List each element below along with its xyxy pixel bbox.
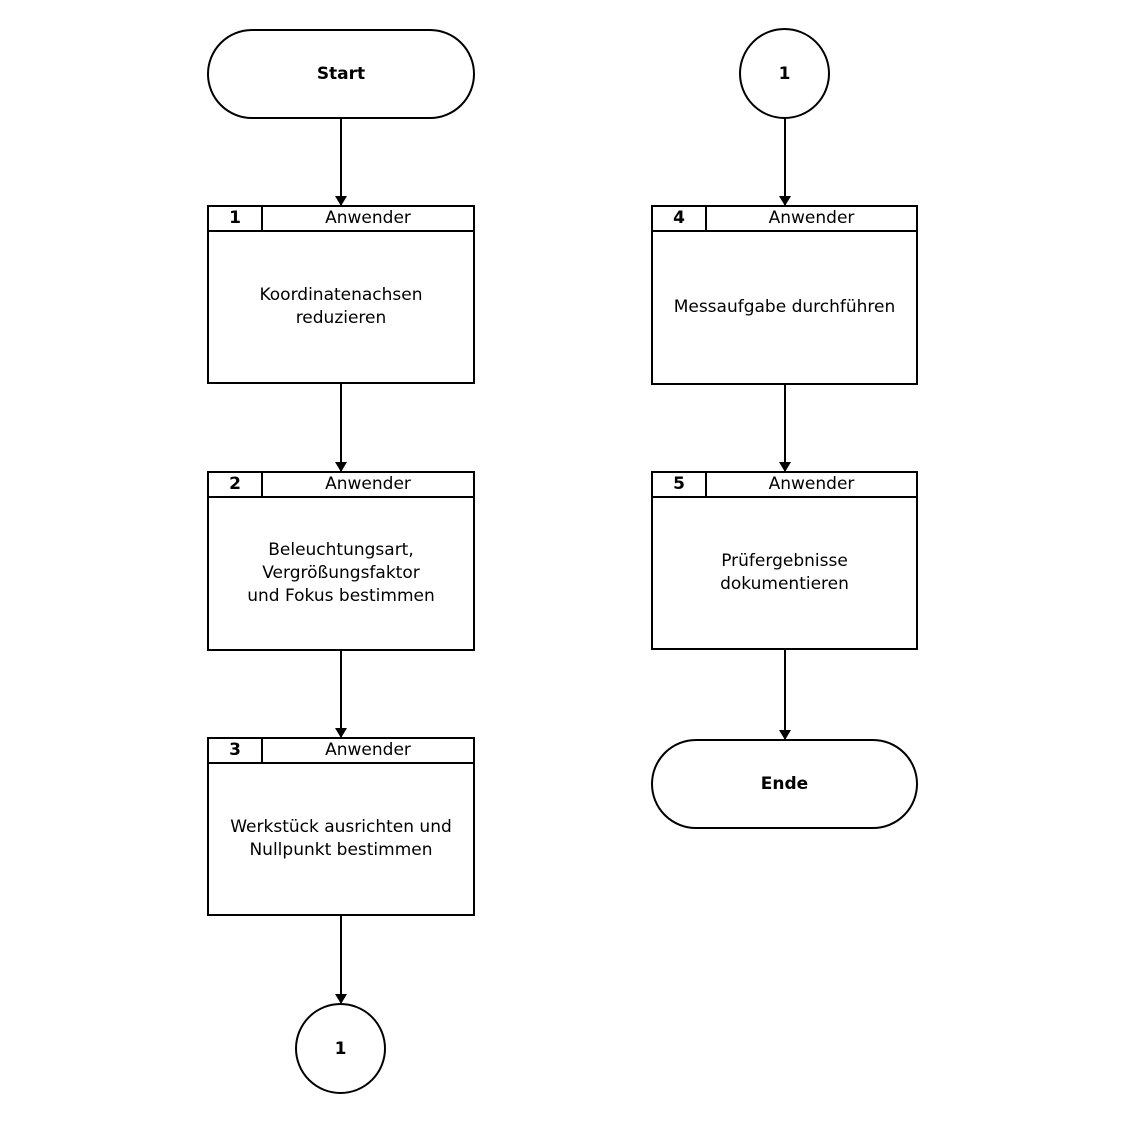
step-header: 5 Anwender — [653, 473, 916, 498]
step-header: 1 Anwender — [209, 207, 473, 232]
process-step-3: 3 Anwender Werkstück ausrichten und Null… — [207, 737, 475, 916]
start-terminator: Start — [207, 29, 475, 119]
step-number: 4 — [653, 207, 707, 230]
step-description: Beleuchtungsart, Vergrößungsfaktor und F… — [247, 540, 435, 606]
step-description: Werkstück ausrichten und Nullpunkt besti… — [230, 817, 452, 860]
end-terminator: Ende — [651, 739, 918, 829]
step-role: Anwender — [325, 208, 411, 228]
step-role: Anwender — [768, 474, 855, 494]
page-connector-in: 1 — [739, 28, 830, 119]
process-step-5: 5 Anwender Prüfergebnisse dokumentieren — [651, 471, 918, 650]
connector-label: 1 — [334, 1038, 347, 1059]
step-number: 5 — [653, 473, 707, 496]
process-step-4: 4 Anwender Messaufgabe durchführen — [651, 205, 918, 385]
step-number: 3 — [209, 739, 263, 762]
step-header: 3 Anwender — [209, 739, 473, 764]
process-step-2: 2 Anwender Beleuchtungsart, Vergrößungsf… — [207, 471, 475, 651]
step-header: 2 Anwender — [209, 473, 473, 498]
page-connector-out: 1 — [295, 1003, 386, 1094]
connector-label: 1 — [778, 63, 791, 84]
step-role: Anwender — [325, 740, 411, 760]
step-description: Koordinatenachsen reduzieren — [259, 285, 423, 328]
process-step-1: 1 Anwender Koordinatenachsen reduzieren — [207, 205, 475, 384]
step-header: 4 Anwender — [653, 207, 916, 232]
step-number: 2 — [209, 473, 263, 496]
step-role: Anwender — [325, 474, 411, 494]
step-description: Prüfergebnisse dokumentieren — [720, 551, 849, 594]
step-number: 1 — [209, 207, 263, 230]
end-label: Ende — [760, 774, 809, 794]
step-role: Anwender — [768, 208, 855, 228]
step-description: Messaufgabe durchführen — [673, 297, 896, 317]
start-label: Start — [316, 64, 366, 84]
